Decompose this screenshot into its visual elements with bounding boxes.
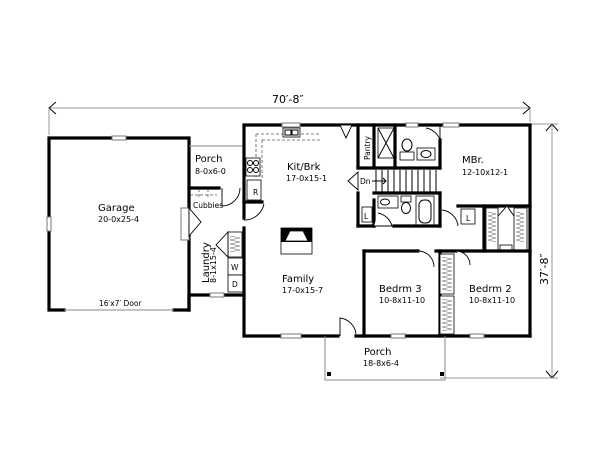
refrigerator xyxy=(246,179,262,201)
bedroom3-door[interactable] xyxy=(417,250,435,268)
family-window xyxy=(280,333,302,339)
front-door[interactable] xyxy=(339,317,357,336)
bedroom3-name: Bedrm 3 xyxy=(379,284,422,295)
side-porch-name: Porch xyxy=(195,154,223,165)
core: Pantry Dn L xyxy=(347,123,442,228)
master-name: MBr. xyxy=(462,155,484,166)
dryer-label: D xyxy=(232,280,238,289)
garage-dims: 20-0x25-4 xyxy=(98,215,139,224)
garage: Garage 20-0x25-4 16′x7′ Door xyxy=(46,135,202,312)
bedroom3-dims: 10-8x11-10 xyxy=(379,296,425,305)
cubbies: Cubbies xyxy=(190,189,223,210)
kitchen-dims: 17-0x15-1 xyxy=(286,174,327,183)
fireplace xyxy=(280,227,313,255)
width-dimension-label: 70′-8″ xyxy=(272,93,304,106)
garage-window xyxy=(111,135,127,141)
family-name: Family xyxy=(282,274,314,285)
washer-label: W xyxy=(231,263,239,272)
family-dims: 17-0x15-7 xyxy=(282,286,323,295)
bedrooms: Bedrm 3 10-8x11-10 Bedrm 2 10-8x11-10 xyxy=(362,249,532,338)
side-porch-door[interactable] xyxy=(221,187,241,207)
side-porch-dims: 8-0x6-0 xyxy=(195,167,226,176)
cubbies-label: Cubbies xyxy=(193,201,223,210)
kitchen: R Kit/Brk 17-0x15-1 xyxy=(242,122,353,221)
laundry: W D Laundry 8-1x15-4 xyxy=(187,230,246,312)
master-bedroom: MBr. 12-10x12-1 L xyxy=(441,155,532,253)
garage-entry-door[interactable] xyxy=(188,206,202,238)
front-porch: Porch 18-8x6-4 xyxy=(324,336,446,381)
front-porch-name: Porch xyxy=(364,347,392,358)
master-dims: 12-10x12-1 xyxy=(462,168,508,177)
garage-entry xyxy=(180,207,190,241)
bedroom2-dims: 10-8x11-10 xyxy=(469,296,515,305)
stairs-label: Dn xyxy=(360,177,371,186)
depth-dimension-label: 37′-8″ xyxy=(538,253,551,285)
refrigerator-label: R xyxy=(253,188,258,197)
laundry-name: Laundry xyxy=(201,242,212,283)
kitchen-rear-door[interactable] xyxy=(339,124,353,140)
bedroom2-door[interactable] xyxy=(455,250,471,266)
house-walls xyxy=(242,122,532,339)
cooktop xyxy=(245,157,261,177)
front-porch-dims: 18-8x6-4 xyxy=(363,359,399,368)
linen-closet-label-2: L xyxy=(466,214,471,223)
laundry-dims: 8-1x15-4 xyxy=(209,247,218,283)
stairs: Dn xyxy=(347,170,437,192)
garage-name: Garage xyxy=(98,203,135,214)
width-dimension: 70′-8″ xyxy=(48,93,531,135)
garage-door-label: 16′x7′ Door xyxy=(99,299,142,308)
family-room: Family 17-0x15-7 xyxy=(282,274,323,295)
kitchen-name: Kit/Brk xyxy=(287,162,321,173)
pantry-label: Pantry xyxy=(363,135,372,160)
side-porch: Porch 8-0x6-0 xyxy=(187,145,244,207)
bedroom2-name: Bedrm 2 xyxy=(469,284,512,295)
garage-side-window xyxy=(46,216,52,232)
linen-closet-label-1: L xyxy=(364,212,369,221)
depth-dimension: 37′-8″ xyxy=(440,123,559,379)
